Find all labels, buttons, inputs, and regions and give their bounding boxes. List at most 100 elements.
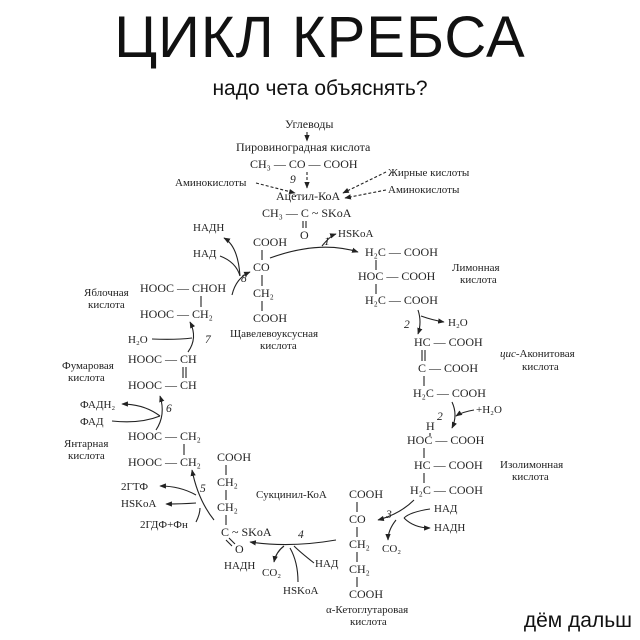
- hskoa-4-arrow: [289, 547, 299, 583]
- step-7-arrow: [187, 321, 196, 353]
- fumarate-row-2: HOOC — CH: [128, 378, 197, 392]
- step-6-arrow: [155, 395, 165, 431]
- akg-name-1: α-Кетоглутаровая: [326, 604, 408, 616]
- succinyl-row-4: C ~ SKoA: [221, 525, 272, 539]
- step-5-number: 5: [200, 483, 206, 495]
- step-1-number: 1: [324, 236, 330, 248]
- succinyl-oxygen: O: [235, 542, 244, 556]
- succinate-row-2: HOOC — CH₂: [128, 455, 201, 469]
- step-1-hskoa-arrow: [321, 233, 337, 247]
- malate-name-1: Яблочная: [84, 287, 129, 299]
- aconitate-name-prefix: цис-: [500, 348, 520, 360]
- carbohydrates-label: Углеводы: [285, 117, 333, 131]
- nad-8-label: НАД: [193, 248, 217, 260]
- aconitate-name-main: Аконитовая: [520, 348, 575, 360]
- fumarate-name-2: кислота: [68, 372, 105, 384]
- co2-4-label: CO₂: [262, 567, 281, 579]
- malate-name-2: кислота: [88, 299, 125, 311]
- h2o-2a-arrow: [420, 315, 445, 324]
- oxaloacetate-name-2: кислота: [260, 340, 297, 352]
- fad-6-arrow: [111, 415, 161, 423]
- isocitrate-row-2: HC — COOH: [414, 458, 483, 472]
- step-8-number: 8: [241, 273, 247, 285]
- succinyl-double-a: [225, 539, 233, 547]
- citrate-name-1: Лимонная: [452, 262, 500, 274]
- meme-footer: дём дальш: [523, 609, 632, 632]
- aconitate-name-1: цис-Аконитовая: [500, 348, 575, 360]
- co2-3-label: CO₂: [382, 543, 401, 555]
- amino-acids-right-arrow: [344, 189, 387, 200]
- acetyl-oxygen: O: [300, 228, 309, 242]
- step-3-number: 3: [385, 509, 392, 521]
- citrate-row-2: HOC — COOH: [358, 269, 436, 283]
- amino-acids-right-label: Аминокислоты: [388, 184, 460, 196]
- succinyl-double-b: [228, 537, 236, 545]
- succinyl-row-1: COOH: [217, 450, 251, 464]
- hskoa-5-label: HSKoA: [121, 498, 157, 510]
- hskoa-1-label: HSKoA: [338, 228, 374, 240]
- nad-4-label: НАД: [315, 558, 339, 570]
- nad-4-arrow: [293, 545, 315, 564]
- gtp-5-label: 2ГТФ: [121, 481, 148, 493]
- h2o-2b-label: +H₂O: [476, 404, 502, 416]
- pyruvic-acid-label: Пировиноградная кислота: [236, 140, 371, 154]
- step-8-arrow: [231, 271, 251, 296]
- fumarate-name-1: Фумаровая: [62, 360, 114, 372]
- nadh-3-label: НАДН: [434, 522, 465, 534]
- step-2b-number: 2: [437, 411, 443, 423]
- hskoa-4-label: HSKoA: [283, 585, 319, 597]
- step-2a-number: 2: [404, 319, 410, 331]
- akg-row-2: CO: [349, 512, 366, 526]
- citrate-name-2: кислота: [460, 274, 497, 286]
- meme-title: ЦИКЛ КРЕБСА: [114, 5, 526, 70]
- step-2a-arrow: [417, 309, 423, 335]
- fatty-acids-label: Жирные кислоты: [388, 167, 470, 179]
- akg-row-4: CH₂: [349, 562, 370, 576]
- step-1-arrow: [269, 246, 359, 259]
- oxaloacetate-row-4: COOH: [253, 311, 287, 325]
- succinyl-name: Сукцинил-КоА: [256, 489, 327, 501]
- step-4-number: 4: [298, 529, 304, 541]
- h2o-2a-label: H₂O: [448, 317, 468, 329]
- meme-subtitle: надо чета объяснять?: [212, 77, 428, 100]
- oxaloacetate-name-1: Щавелевоуксусная: [230, 328, 318, 340]
- succinyl-row-2: CH₂: [217, 475, 238, 489]
- fad-6-label: ФАД: [80, 416, 104, 428]
- isocitrate-row-1: HOC — COOH: [407, 433, 485, 447]
- nad-8-arrow: [219, 255, 241, 277]
- succinate-row-1: HOOC — CH₂: [128, 429, 201, 443]
- isocitrate-name-2: кислота: [512, 471, 549, 483]
- aconitate-row-2: C — COOH: [418, 361, 478, 375]
- succinate-name-2: кислота: [68, 450, 105, 462]
- citrate-row-3: H₂C — COOH: [365, 293, 438, 307]
- nadh-3-arrow: [403, 517, 431, 531]
- step-2b-arrow: [451, 401, 457, 429]
- succinyl-row-3: CH₂: [217, 500, 238, 514]
- step-7-number: 7: [205, 334, 212, 346]
- akg-row-1: COOH: [349, 487, 383, 501]
- hskoa-5-arrow: [165, 501, 197, 507]
- fadh2-6-label: ФАДН₂: [80, 399, 115, 411]
- gdp-5-arrow: [195, 507, 201, 523]
- fumarate-row-1: HOOC — CH: [128, 352, 197, 366]
- malate-row-2: HOOC — CH₂: [140, 307, 213, 321]
- pyruvic-formula: CH₃ — CO — COOH: [250, 157, 358, 171]
- succinate-name-1: Янтарная: [64, 438, 108, 450]
- step-5-arrow: [190, 469, 215, 521]
- aconitate-row-3: H₂C — COOH: [413, 386, 486, 400]
- nadh-8-arrow: [223, 237, 241, 277]
- aconitate-name-2: кислота: [522, 361, 559, 373]
- nadh-8-label: НАДН: [193, 222, 224, 234]
- akg-row-3: CH₂: [349, 537, 370, 551]
- fatty-acids-arrow: [342, 171, 387, 194]
- fadh2-6-arrow: [121, 401, 161, 417]
- oxaloacetate-row-1: COOH: [253, 235, 287, 249]
- amino-acids-left-arrow: [255, 182, 296, 195]
- h2o-7-label: H₂O: [128, 334, 148, 346]
- step-6-number: 6: [166, 403, 172, 415]
- akg-name-2: кислота: [350, 616, 387, 628]
- gdp-5-label: 2ГДФ+Фн: [140, 519, 188, 531]
- h2o-7-arrow: [151, 337, 193, 340]
